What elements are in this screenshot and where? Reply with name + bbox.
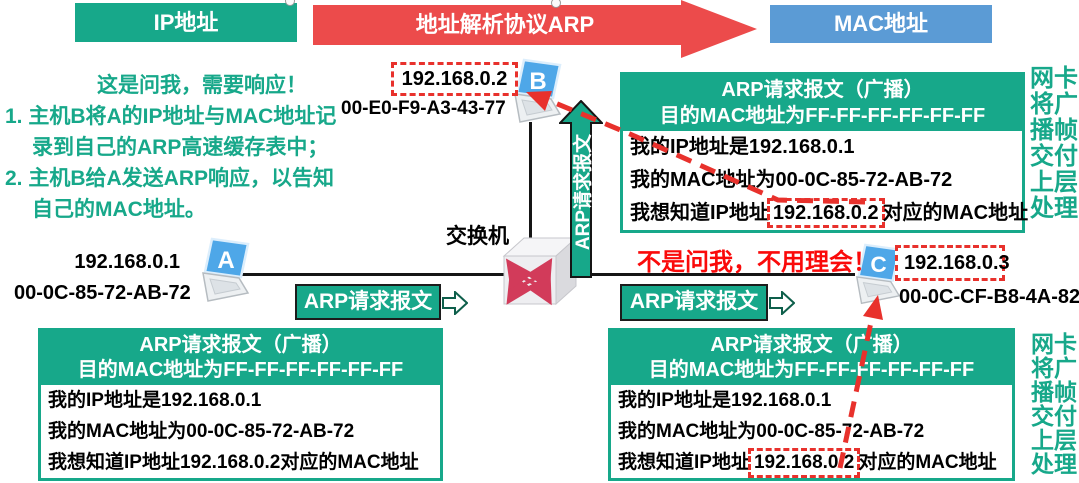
host-a-ip: 192.168.0.1	[74, 251, 180, 273]
note-line: 2. 主机B给A发送ARP响应，以告知	[5, 167, 335, 190]
msg-header: ARP请求报文（广播） 目的MAC地址为FF-FF-FF-FF-FF-FF	[41, 331, 440, 385]
arrow-right-icon	[769, 291, 795, 315]
msg-header-line: ARP请求报文（广播）	[721, 79, 924, 101]
side-note-line: 上层	[1030, 169, 1078, 196]
side-note-nic-bottom: 网卡 将广 播帧 交付 上层 处理	[1028, 332, 1079, 476]
host-a-laptop-icon: A	[202, 237, 250, 302]
arp-message-box-bottom-left: ARP请求报文（广播） 目的MAC地址为FF-FF-FF-FF-FF-FF 我的…	[38, 328, 443, 481]
side-note-line: 播帧	[1030, 117, 1078, 144]
highlighted-target-ip: 192.168.0.2	[747, 448, 861, 478]
host-c-laptop-icon: C	[855, 243, 901, 305]
msg-question-prefix: 我想知道IP地址	[630, 202, 769, 224]
msg-row-mac: 我的MAC地址为00-0C-85-72-AB-72	[48, 421, 355, 442]
arp-protocol-arrow-label: 地址解析协议ARP	[415, 12, 595, 37]
host-b-mac: 00-E0-F9-A3-43-77	[341, 98, 506, 119]
msg-row-question: 我想知道IP地址192.168.0.2对应的MAC地址	[41, 447, 440, 478]
msg-row-ip: 我的IP地址是192.168.0.1	[48, 390, 262, 411]
switch-label: 交换机	[446, 225, 509, 248]
side-note-line: 网卡	[1030, 65, 1078, 92]
arp-message-box-bottom-right: ARP请求报文（广播） 目的MAC地址为FF-FF-FF-FF-FF-FF 我的…	[608, 328, 1015, 481]
note-line: 录到自己的ARP高速缓存表中；	[32, 136, 329, 159]
msg-header-line: ARP请求报文（广播）	[139, 334, 342, 356]
msg-question-prefix: 我想知道IP地址	[618, 452, 750, 473]
msg-header-line: 目的MAC地址为FF-FF-FF-FF-FF-FF	[659, 105, 986, 127]
msg-row-ip: 我的IP地址是192.168.0.1	[618, 390, 832, 411]
lan-vertical-line	[529, 122, 532, 275]
msg-row-mac: 我的MAC地址为00-0C-85-72-AB-72	[618, 421, 925, 442]
side-note-line: 将广	[1031, 355, 1077, 381]
arp-request-label-right: ARP请求报文	[620, 284, 768, 321]
msg-row-ip: 我的IP地址是192.168.0.1	[630, 136, 855, 158]
host-c-mac: 00-0C-CF-B8-4A-82	[899, 286, 1079, 308]
callout-not-me: 不是问我，不用理会！	[637, 249, 877, 276]
msg-question-suffix: 对应的MAC地址	[882, 202, 1029, 224]
host-c-letter: C	[870, 252, 886, 277]
msg-question-suffix: 对应的MAC地址	[280, 452, 419, 473]
arp-request-label-vertical: ARP请求报文	[573, 133, 594, 251]
msg-header-line: 目的MAC地址为FF-FF-FF-FF-FF-FF	[648, 359, 975, 381]
side-note-line: 播帧	[1031, 379, 1077, 405]
msg-question-suffix: 对应的MAC地址	[858, 452, 997, 473]
side-note-line: 交付	[1031, 403, 1077, 429]
side-note-nic-top: 网卡 将广 播帧 交付 上层 处理	[1028, 66, 1079, 222]
note-line: 1. 主机B将A的IP地址与MAC地址记	[5, 105, 337, 128]
msg-header-line: ARP请求报文（广播）	[710, 334, 913, 356]
mac-address-box: MAC地址	[770, 5, 992, 43]
note-line: 这是问我，需要响应！	[97, 74, 307, 97]
host-a-mac: 00-0C-85-72-AB-72	[14, 282, 191, 304]
msg-row-mac: 我的MAC地址为00-0C-85-72-AB-72	[630, 169, 953, 191]
side-note-line: 将广	[1030, 91, 1078, 118]
side-note-line: 处理	[1030, 195, 1078, 222]
arp-message-box-top: ARP请求报文（广播） 目的MAC地址为FF-FF-FF-FF-FF-FF 我的…	[620, 72, 1028, 233]
host-a-letter: A	[217, 247, 234, 274]
msg-header: ARP请求报文（广播） 目的MAC地址为FF-FF-FF-FF-FF-FF	[623, 75, 1022, 131]
ip-address-box: IP地址	[75, 3, 297, 42]
side-note-line: 上层	[1031, 427, 1077, 453]
side-note-line: 交付	[1030, 143, 1078, 170]
host-b-ip: 192.168.0.2	[391, 62, 518, 96]
target-ip: 192.168.0.2	[179, 452, 281, 473]
highlighted-target-ip: 192.168.0.2	[766, 198, 885, 228]
note-line: 自己的MAC地址。	[32, 198, 206, 221]
msg-header: ARP请求报文（广播） 目的MAC地址为FF-FF-FF-FF-FF-FF	[611, 331, 1012, 385]
arp-protocol-block-arrow	[313, 0, 757, 58]
note-host-b-response: 这是问我，需要响应！ 1. 主机B将A的IP地址与MAC地址记 录到自己的ARP…	[5, 70, 371, 225]
arrow-right-icon	[442, 291, 468, 315]
arp-request-label-left: ARP请求报文	[295, 284, 441, 320]
msg-question-prefix: 我想知道IP地址	[48, 452, 180, 473]
host-c-ip: 192.168.0.3	[895, 245, 1010, 281]
selection-handle-icon	[551, 0, 561, 8]
side-note-line: 处理	[1031, 451, 1077, 477]
msg-header-line: 目的MAC地址为FF-FF-FF-FF-FF-FF	[77, 359, 404, 381]
side-note-line: 网卡	[1031, 331, 1077, 357]
selection-handle-icon	[285, 0, 295, 6]
host-b-letter: B	[529, 68, 546, 95]
